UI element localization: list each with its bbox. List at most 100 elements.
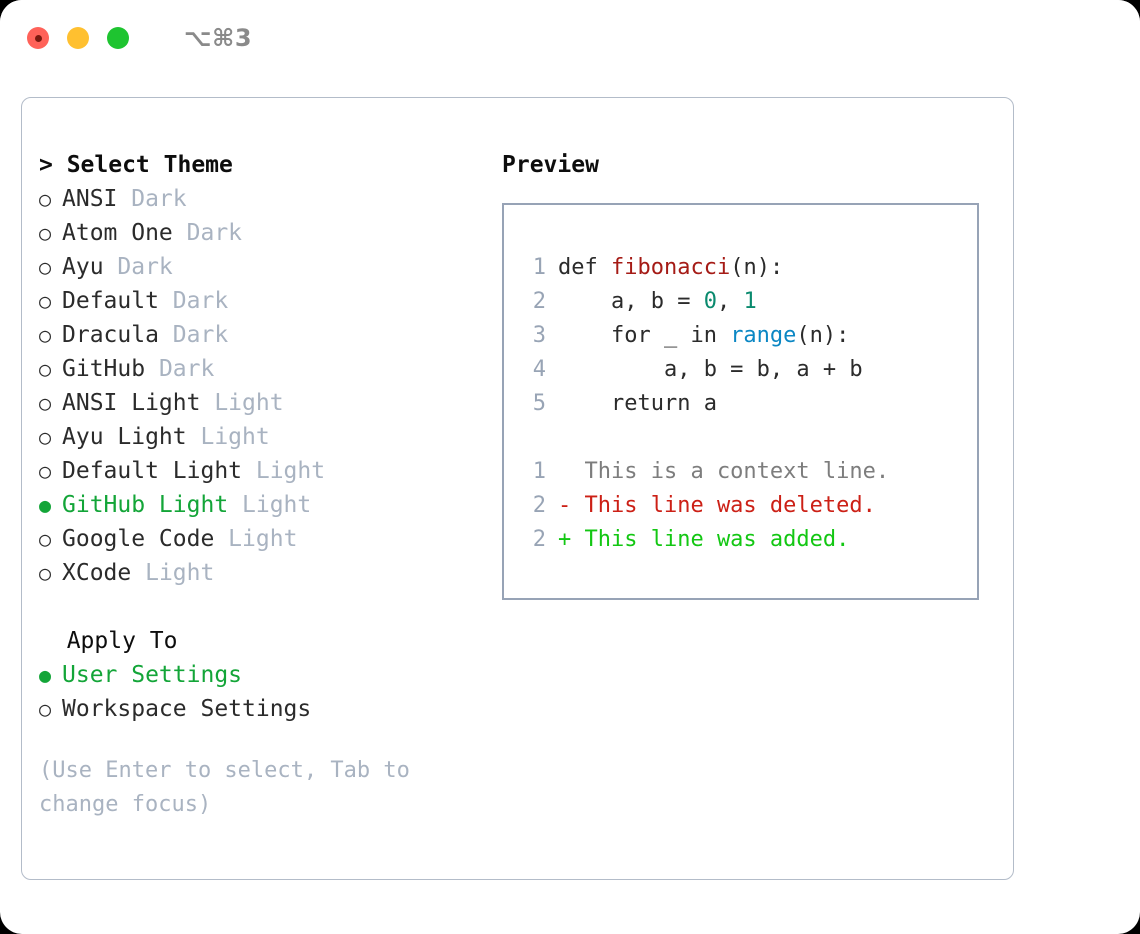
minimize-button-icon[interactable] — [67, 27, 89, 49]
code-line: 4 a, b = b, a + b — [520, 353, 977, 387]
theme-option-ansi[interactable]: ○ ANSI Dark — [39, 182, 492, 216]
theme-option-ansi-light[interactable]: ○ANSI Light Light — [39, 386, 492, 420]
diff-line-ctx: 1 This is a context line. — [520, 455, 977, 489]
option-badge: Light — [214, 526, 298, 552]
radio-unselected-icon: ○ — [39, 425, 52, 449]
diff-text: + This line was added. — [558, 527, 850, 552]
option-badge: Light — [200, 390, 284, 416]
radio-unselected-icon: ○ — [39, 697, 52, 721]
traffic-lights — [27, 27, 129, 49]
code-line: 5 return a — [520, 387, 977, 421]
option-badge: Light — [186, 424, 270, 450]
option-label: Ayu Light — [62, 424, 187, 450]
code-token-plain: , — [716, 289, 744, 314]
diff-text: This is a context line. — [558, 459, 890, 484]
code-token-plain: (n): — [796, 323, 850, 348]
theme-option-default-light[interactable]: ○ Default Light Light — [39, 454, 492, 488]
theme-option-ayu[interactable]: ○ Ayu Dark — [39, 250, 492, 284]
diff-text: - This line was deleted. — [558, 493, 876, 518]
code-text: a, b = b, a + b — [558, 353, 863, 387]
option-label: User Settings — [62, 662, 243, 688]
code-token-plain: (n): — [730, 255, 784, 280]
option-label: Default — [62, 288, 159, 314]
theme-option-google-code[interactable]: ○Google Code Light — [39, 522, 492, 556]
radio-unselected-icon: ○ — [39, 459, 52, 483]
code-line: 1 def fibonacci(n): — [520, 251, 977, 285]
option-label: Atom One — [62, 220, 173, 246]
apply-to-option-list: ● User Settings ○Workspace Settings — [39, 658, 492, 726]
radio-unselected-icon: ○ — [39, 255, 52, 279]
line-number: 2 — [532, 527, 546, 552]
option-badge: Dark — [117, 186, 187, 212]
radio-selected-icon: ● — [39, 663, 52, 687]
radio-unselected-icon: ○ — [39, 323, 52, 347]
option-label: ANSI — [62, 186, 118, 212]
radio-unselected-icon: ○ — [39, 289, 52, 313]
option-label: Default Light — [62, 458, 243, 484]
option-badge: Dark — [158, 288, 229, 314]
code-text: return a — [558, 387, 717, 421]
option-badge: Dark — [145, 356, 215, 382]
code-token-plain: def — [558, 255, 611, 280]
option-label: GitHub — [62, 356, 146, 382]
theme-option-list: ○ ANSI Dark ○ Atom One Dark ○ Ayu Dark ○ Defaul… — [39, 182, 492, 590]
option-label: GitHub Light — [62, 492, 229, 518]
theme-option-github[interactable]: ○ GitHub Dark — [39, 352, 492, 386]
line-number: 1 — [532, 459, 546, 484]
main-panel: > Select Theme ○ANSI Dark○Atom One Dark○… — [21, 97, 1014, 880]
line-number: 4 — [532, 357, 546, 382]
option-badge: Light — [131, 560, 215, 586]
code-token-plain: return a — [558, 391, 717, 416]
code-line: 2 a, b = 0, 1 — [520, 285, 977, 319]
code-token-num: 0 — [703, 289, 717, 314]
preview-heading: Preview — [502, 152, 599, 178]
close-button-icon[interactable] — [27, 27, 49, 49]
theme-option-github-light[interactable]: ● GitHub Light Light — [39, 488, 492, 522]
code-line: 3 for _ in range(n): — [520, 319, 977, 353]
keyboard-shortcut-label: ⌥⌘3 — [184, 24, 253, 52]
code-token-num: 1 — [743, 289, 757, 314]
code-text: def fibonacci(n): — [558, 251, 783, 285]
radio-unselected-icon: ○ — [39, 527, 52, 551]
theme-option-ayu-light[interactable]: ○ Ayu Light Light — [39, 420, 492, 454]
apply-to-heading: Apply To — [39, 628, 178, 654]
maximize-button-icon[interactable] — [107, 27, 129, 49]
line-number: 3 — [532, 323, 546, 348]
select-theme-heading: > Select Theme — [39, 152, 233, 178]
theme-option-default[interactable]: ○ Default Dark — [39, 284, 492, 318]
theme-option-atom-one[interactable]: ○ Atom One Dark — [39, 216, 492, 250]
apply-option-user-settings[interactable]: ● User Settings — [39, 658, 492, 692]
apply-option-workspace-settings[interactable]: ○Workspace Settings — [39, 692, 492, 726]
line-number: 2 — [532, 493, 546, 518]
radio-unselected-icon: ○ — [39, 391, 52, 415]
theme-selection-column: > Select Theme ○ANSI Dark○Atom One Dark○… — [22, 98, 492, 879]
code-text: a, b = 0, 1 — [558, 285, 757, 319]
option-label: Ayu — [62, 254, 104, 280]
code-token-plain: a, b = b, a + b — [558, 357, 863, 382]
option-badge: Dark — [172, 220, 243, 246]
radio-unselected-icon: ○ — [39, 221, 52, 245]
code-token-call: range — [730, 323, 797, 348]
radio-unselected-icon: ○ — [39, 187, 52, 211]
diff-line-del: 2 - This line was deleted. — [520, 489, 977, 523]
code-token-plain: for _ in — [558, 323, 731, 348]
line-number: 2 — [532, 289, 546, 314]
option-badge: Light — [242, 458, 326, 484]
line-number: 1 — [532, 255, 546, 280]
code-text: for _ in range(n): — [558, 319, 849, 353]
diff-sample: 1 This is a context line. 2 - This line wa… — [520, 455, 977, 557]
title-bar: ⌥⌘3 — [0, 0, 1140, 76]
theme-option-dracula[interactable]: ○Dracula Dark — [39, 318, 492, 352]
option-label: XCode — [62, 560, 132, 586]
theme-option-xcode[interactable]: ○XCode Light — [39, 556, 492, 590]
option-badge: Dark — [158, 322, 229, 348]
radio-unselected-icon: ○ — [39, 357, 52, 381]
code-token-fn: fibonacci — [610, 255, 731, 280]
radio-selected-icon: ● — [39, 493, 52, 517]
option-badge: Light — [228, 492, 312, 518]
option-badge: Dark — [103, 254, 173, 280]
line-number: 5 — [532, 391, 546, 416]
